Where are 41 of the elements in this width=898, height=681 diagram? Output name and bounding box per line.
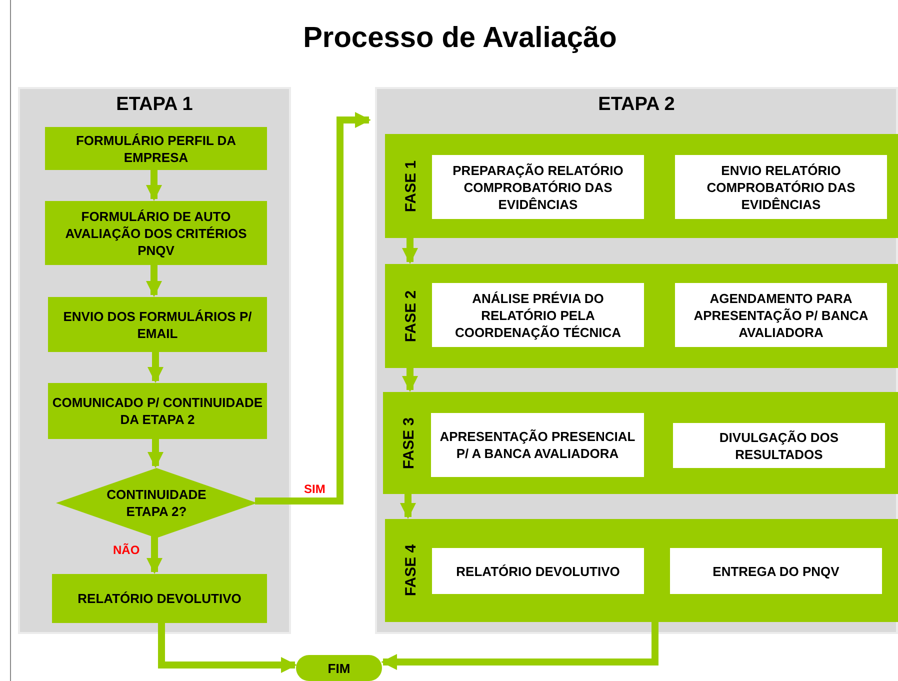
diagram-title: Processo de Avaliação	[302, 21, 618, 56]
stage-panel	[375, 87, 898, 634]
arrow	[402, 366, 418, 392]
phase-label: FASE 2	[402, 290, 421, 342]
task-box: PREPARAÇÃO RELATÓRIO COMPROBATÓRIO DAS EVIDÊNCIAS	[432, 155, 644, 219]
arrow	[255, 112, 371, 504]
arrow	[148, 350, 164, 383]
task-box: AGENDAMENTO PARA APRESENTAÇÃO P/ BANCA AVALIADORA	[675, 283, 887, 347]
phase-label: FASE 1	[402, 160, 421, 212]
phase-band	[383, 392, 898, 494]
stage-heading: ETAPA 2	[597, 93, 676, 117]
task-box: ENTREGA DO PNQV	[670, 548, 882, 594]
task-box: ENVIO RELATÓRIO COMPROBATÓRIO DAS EVIDÊNCIAS	[675, 155, 887, 219]
stage-heading: ETAPA 1	[115, 93, 194, 117]
phase-band	[385, 134, 898, 238]
process-box: FORMULÁRIO PERFIL DA EMPRESA	[45, 127, 267, 170]
arrow	[402, 236, 418, 264]
arrow	[381, 620, 658, 670]
arrow	[146, 536, 162, 574]
task-box: ANÁLISE PRÉVIA DO RELATÓRIO PELA COORDENAÇÃO TÉCNICA	[432, 283, 644, 347]
phase-band	[385, 264, 898, 368]
stage-panel	[18, 87, 291, 634]
process-box: RELATÓRIO DEVOLUTIVO	[52, 574, 267, 623]
process-box: COMUNICADO P/ CONTINUIDADE DA ETAPA 2	[48, 383, 267, 439]
end-terminator: FIM	[296, 655, 382, 681]
arrow	[148, 437, 164, 468]
phase-band	[385, 519, 898, 622]
task-box: APRESENTAÇÃO PRESENCIAL P/ A BANCA AVALIADORA	[431, 413, 644, 477]
decision-text: CONTINUIDADE ETAPA 2?	[106, 486, 208, 520]
edge-label: NÃO	[113, 542, 140, 559]
arrow	[146, 168, 162, 201]
arrow	[158, 621, 297, 673]
edge-label: SIM	[304, 481, 326, 498]
arrow	[400, 492, 416, 519]
arrow	[146, 263, 162, 297]
process-box: ENVIO DOS FORMULÁRIOS P/ EMAIL	[48, 297, 267, 352]
phase-label: FASE 4	[402, 544, 421, 596]
process-box: FORMULÁRIO DE AUTO AVALIAÇÃO DOS CRITÉRIOS PNQV	[45, 201, 267, 265]
task-box: DIVULGAÇÃO DOS RESULTADOS	[673, 423, 885, 468]
phase-label: FASE 3	[400, 417, 419, 469]
task-box: RELATÓRIO DEVOLUTIVO	[432, 548, 644, 594]
